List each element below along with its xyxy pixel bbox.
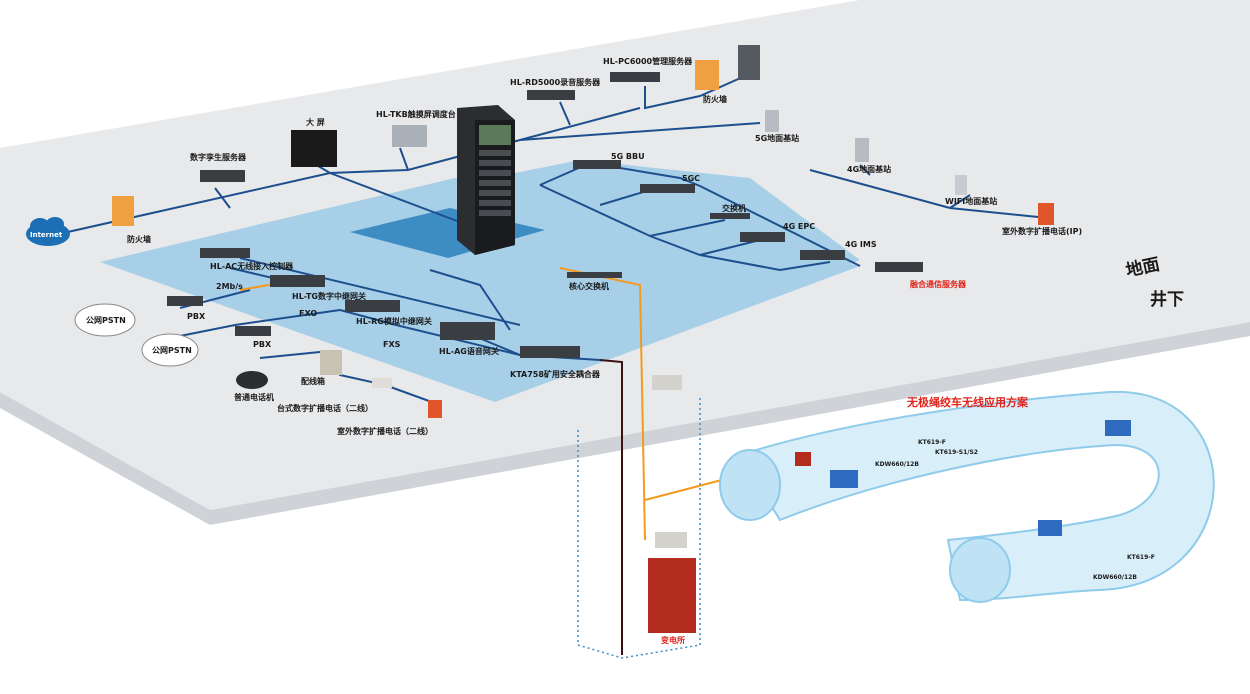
label-mine-title: 无极绳绞车无线应用方案	[907, 396, 1028, 409]
label-switch: 交换机	[722, 204, 746, 213]
cart-2	[1105, 420, 1131, 436]
cart-3	[1038, 520, 1062, 536]
label-tkb-console: HL-TKB触摸屏调度台	[376, 110, 456, 119]
server-devices	[167, 72, 923, 358]
label-outdoor-2wire: 室外数字扩播电话（二线）	[337, 427, 433, 436]
label-pbx-2: PBX	[253, 340, 272, 349]
outdoor-2wire-phone	[428, 400, 442, 418]
label-big-screen: 大 屏	[306, 118, 325, 127]
label-bbu5g: 5G BBU	[611, 152, 645, 161]
label-core-switch: 核心交换机	[569, 282, 609, 291]
label-epc4g: 4G EPC	[783, 222, 816, 231]
label-pc6000: HL-PC6000管理服务器	[603, 57, 693, 66]
bs4g-device	[855, 138, 869, 162]
label-outdoor-ip: 室外数字扩播电话(IP)	[1002, 227, 1083, 236]
label-rg-gateway: HL-RG模拟中继网关	[356, 317, 432, 326]
label-ag-gateway: HL-AG语音网关	[439, 347, 499, 356]
label-2mbs: 2Mb/s	[216, 282, 243, 291]
tunnel	[719, 390, 1215, 603]
cart-1	[830, 470, 858, 488]
coupler-top	[652, 375, 682, 390]
firewall-icon-right	[695, 60, 719, 90]
label-kta758: KTA758矿用安全耦合器	[510, 370, 600, 379]
server-rack	[457, 105, 515, 255]
label-digital-twin-server: 数字孪生服务器	[190, 153, 246, 162]
outdoor-ip-phone	[1038, 203, 1054, 225]
label-bs5g: 5G地面基站	[755, 134, 800, 143]
label-kt619f-2: KT619-F	[1127, 554, 1155, 561]
label-desk-phone: 台式数字扩播电话（二线）	[277, 404, 373, 413]
transformer-device	[648, 558, 696, 633]
label-pbx-1: PBX	[187, 312, 206, 321]
label-dist-box: 配线箱	[301, 377, 325, 386]
label-substation: 变电所	[661, 636, 685, 645]
pstn-cloud-icon-1	[74, 303, 136, 337]
label-kt619-s1: KT619-S1/S2	[935, 449, 978, 456]
monitor-device	[795, 452, 811, 466]
label-internet: Internet	[30, 231, 63, 239]
dist-box-device	[320, 350, 342, 375]
label-tg-gateway: HL-TG数字中继网关	[292, 292, 366, 301]
internet-cloud-icon	[26, 217, 70, 246]
mine-shaft	[577, 395, 701, 659]
label-underground: 井下	[1150, 290, 1184, 310]
label-ac-controller: HL-AC无线接入控制器	[210, 262, 294, 271]
network-lines	[49, 75, 1049, 406]
coupler-bottom	[655, 532, 687, 548]
building-icon	[738, 45, 760, 80]
label-normal-phone: 普通电话机	[234, 393, 274, 402]
label-kt619f-1: KT619-F	[918, 439, 946, 446]
big-screen	[291, 130, 337, 167]
desk-phone-device	[372, 378, 392, 388]
label-firewall-right: 防火墙	[703, 95, 727, 104]
wifi-device	[955, 175, 967, 195]
label-kdw-2: KDW660/12B	[1093, 574, 1137, 581]
label-ims4g: 4G IMS	[845, 240, 877, 249]
shaft-cable	[599, 359, 623, 655]
label-kdw-1: KDW660/12B	[875, 461, 919, 468]
label-fusion-server: 融合通信服务器	[910, 280, 966, 289]
normal-phone-device	[236, 371, 268, 389]
label-wifi-bs: WIFI地面基站	[945, 197, 998, 206]
label-pstn-2: 公网PSTN	[152, 346, 192, 355]
label-fxs: FXS	[383, 340, 401, 349]
console-device	[392, 125, 427, 147]
label-firewall-left: 防火墙	[127, 235, 151, 244]
label-bs4g: 4G地面基站	[847, 165, 892, 174]
label-rd5000: HL-RD5000录音服务器	[510, 78, 601, 87]
zone-light-2	[470, 160, 860, 290]
bs5g-device	[765, 110, 779, 132]
firewall-icon-left	[112, 196, 134, 226]
label-pstn-1: 公网PSTN	[86, 316, 126, 325]
label-fxo: FXO	[299, 309, 318, 318]
label-5gc: 5GC	[682, 174, 701, 183]
pstn-cloud-icon-2	[141, 333, 199, 367]
